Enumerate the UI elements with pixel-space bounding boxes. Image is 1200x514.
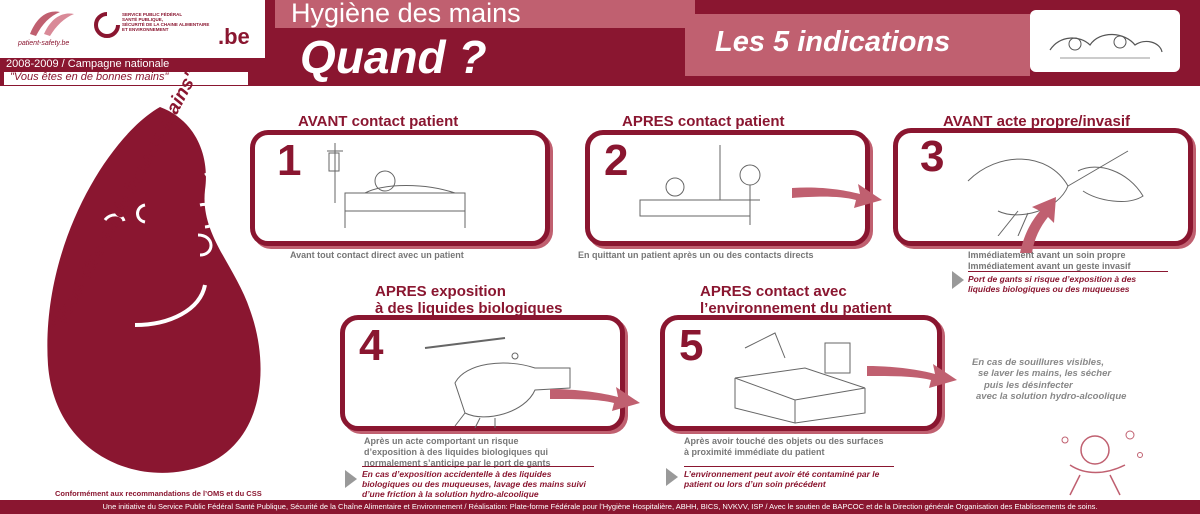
- patient-bed-doctor-icon: [639, 145, 761, 225]
- invasive-procedure-icon: [967, 150, 1144, 236]
- hands-cartoon-icon: [1049, 33, 1163, 59]
- arrow-right-icon: [792, 184, 882, 208]
- step-5-number: 5: [679, 321, 704, 370]
- step-5-note: L’environnement peut avoir été contaminé…: [684, 466, 894, 489]
- step-2-title: APRES contact patient: [622, 113, 785, 130]
- page-title: Quand ?: [300, 31, 487, 83]
- step-4-caption-2: d’exposition à des liquides biologiques …: [364, 447, 549, 457]
- step-3-number: 3: [920, 132, 945, 181]
- step-3-caption-2: Immédiatement avant un geste invasif: [968, 261, 1131, 271]
- arrow-up-icon: [1020, 197, 1056, 253]
- patient-bed-icon: [327, 143, 466, 228]
- campaign-band: 2008-2009 / Campagne nationale "Vous ête…: [0, 58, 265, 86]
- title-top-band: Hygiène des mains: [275, 0, 695, 28]
- subtitle-band: Les 5 indications: [685, 14, 1030, 76]
- patient-safety-text: patient-safety.be: [18, 40, 70, 47]
- step-1-number: 1: [277, 136, 302, 185]
- gloved-hand-icon: [424, 337, 571, 428]
- header-cartoon-card: [1030, 10, 1180, 72]
- org-name: SERVICE PUBLIC FÉDÉRAL SANTÉ PUBLIQUE, S…: [122, 12, 210, 32]
- title-top-text: Hygiène des mains: [291, 0, 521, 28]
- step-4-panel: 4: [340, 315, 625, 431]
- step-5-title: APRES contact avec l’environnement du pa…: [700, 283, 892, 318]
- step-2-number: 2: [604, 136, 629, 185]
- arrow-right-icon: [867, 364, 957, 388]
- patient-room-icon: [734, 332, 866, 424]
- step-1-panel: 1: [250, 130, 550, 246]
- step-1-caption: Avant tout contact direct avec un patien…: [290, 250, 464, 260]
- federal-logo-icon: [94, 12, 120, 38]
- campaign-text: 2008-2009 / Campagne nationale: [6, 58, 170, 70]
- arrow-right-icon: [550, 387, 640, 411]
- step-2-caption: En quittant un patient après un ou des c…: [578, 250, 814, 260]
- step-5-caption-1: Après avoir touché des objets ou des sur…: [684, 436, 884, 446]
- step-3-caption-1: Immédiatement avant un soin propre: [968, 250, 1126, 260]
- note-arrow-icon: [345, 470, 357, 488]
- step-4-caption-1: Après un acte comportant un risque: [364, 436, 519, 446]
- be-logo: .be: [218, 24, 250, 49]
- mascot-drop: [47, 107, 261, 473]
- step-1-title: AVANT contact patient: [298, 113, 459, 130]
- note-arrow-icon: [952, 271, 964, 289]
- step-2-panel: 2: [585, 130, 870, 246]
- soiled-hands-note: En cas de souillures visibles, se laver …: [972, 357, 1127, 403]
- washing-hands-cartoon-icon: [1061, 430, 1143, 496]
- footer: Une initiative du Service Public Fédéral…: [0, 500, 1200, 514]
- conformity-text: Conformément aux recommandations de l’OM…: [55, 489, 262, 498]
- step-4-number: 4: [359, 321, 384, 370]
- step-4-caption-3: normalement s’anticipe par le port de ga…: [364, 458, 551, 468]
- step-5-caption-2: à proximité immédiate du patient: [684, 447, 825, 457]
- patient-safety-logo: [30, 11, 74, 36]
- step-3-note: Port de gants si risque d’exposition à d…: [968, 271, 1168, 294]
- step-3-panel: 3: [893, 128, 1193, 246]
- step-4-note: En cas d’exposition accidentelle à des l…: [362, 466, 594, 500]
- subtitle-text: Les 5 indications: [715, 26, 951, 58]
- step-4-title: APRES exposition à des liquides biologiq…: [375, 283, 563, 318]
- slogan-text: "Vous êtes en de bonnes mains": [10, 71, 169, 83]
- note-arrow-icon: [666, 468, 678, 486]
- step-3-title: AVANT acte propre/invasif: [943, 113, 1130, 130]
- logo-area: patient-safety.be SERVICE PUBLIC FÉDÉRAL…: [0, 0, 265, 58]
